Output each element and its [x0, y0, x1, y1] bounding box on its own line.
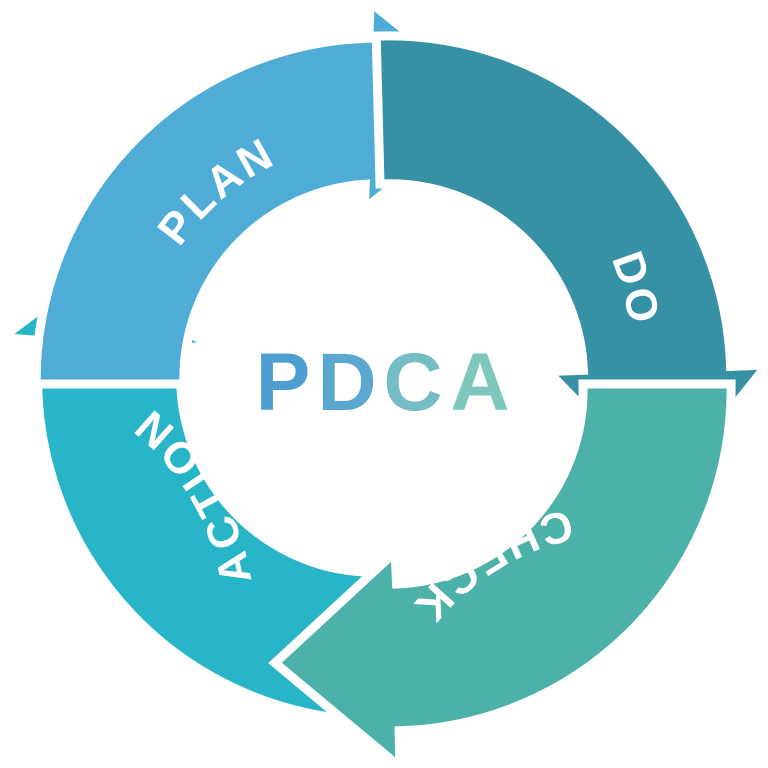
center-title-letter-p: P: [256, 337, 311, 428]
center-title-letter-c: C: [383, 337, 442, 428]
center-title-letter-d: D: [317, 337, 376, 428]
center-title-letter-a: A: [450, 337, 509, 428]
do-segment: [371, 31, 768, 499]
check-segment: [268, 379, 736, 768]
